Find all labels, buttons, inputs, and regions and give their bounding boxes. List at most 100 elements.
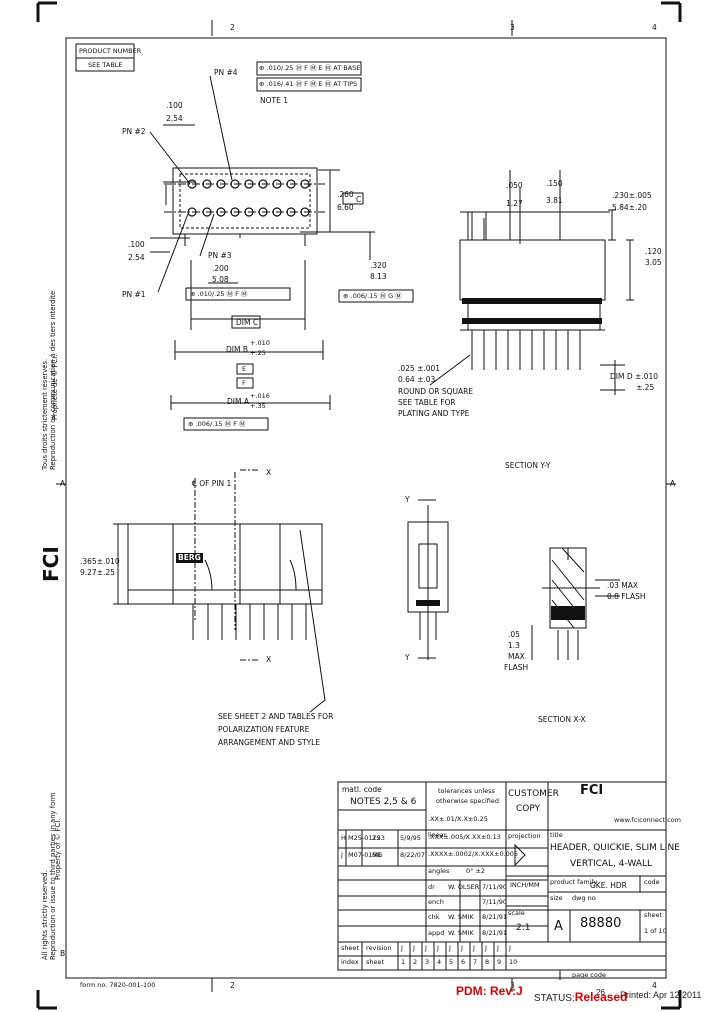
zone-top-2: 2 bbox=[230, 23, 235, 32]
rev-j-letter: J bbox=[341, 851, 343, 859]
flash-3: .05 bbox=[508, 630, 520, 639]
sheet-index-cell: 1 bbox=[401, 958, 406, 966]
dim-584: 5.84±.20 bbox=[612, 203, 647, 212]
pn1-label: PN #1 bbox=[122, 290, 146, 299]
datum-e: E bbox=[242, 365, 247, 373]
zone-right-a: A bbox=[670, 479, 676, 488]
fcf-at-tips: ⊕ .016/.41 Ⓜ F Ⓜ E Ⓜ AT TIPS bbox=[259, 80, 358, 88]
flash-4: 1.3 bbox=[508, 641, 520, 650]
website: www.fciconnect.com bbox=[614, 816, 681, 824]
round-or-square: ROUND OR SQUARE bbox=[398, 387, 474, 396]
rev-j-ecn: M07-0158 bbox=[348, 851, 381, 859]
sign-chk-date: 8/21/91 bbox=[482, 913, 508, 921]
fcf-1: ⊕ .010/.25 Ⓜ F Ⓜ bbox=[190, 290, 248, 298]
notice-french-2: Propriété de © FCI. bbox=[51, 355, 60, 420]
sheet-label: sheet bbox=[644, 911, 663, 919]
zone-left-b: B bbox=[60, 949, 66, 958]
fci-logo: FCI bbox=[580, 783, 604, 798]
title-line-2: VERTICAL, 4-WALL bbox=[570, 859, 652, 869]
dim-254a: 2.54 bbox=[166, 114, 183, 123]
notice-en-4: Property of © FCI. bbox=[54, 818, 62, 880]
rev-h-ecn: M25-01123 bbox=[348, 834, 385, 842]
dim-150: .150 bbox=[546, 179, 563, 188]
pn4-label: PN #4 bbox=[214, 68, 238, 77]
family-label: product family bbox=[550, 878, 598, 886]
sheet-rev-cell: J bbox=[401, 944, 403, 952]
sign-ench-date: 7/11/90 bbox=[482, 898, 508, 906]
size-value: A bbox=[554, 919, 563, 934]
sheet-index-cell: 4 bbox=[437, 958, 442, 966]
customer-label: CUSTOMER bbox=[508, 789, 559, 799]
note-polar-3: ARRANGEMENT AND STYLE bbox=[218, 738, 321, 747]
sheet-rev-cell: J bbox=[473, 944, 475, 952]
rev-h-by: ZS bbox=[372, 834, 381, 842]
dim-200: .200 bbox=[212, 264, 229, 273]
x-bottom: X bbox=[266, 655, 272, 664]
sheet-index-cell: 2 bbox=[413, 958, 418, 966]
berg-logo: BERG bbox=[176, 553, 203, 563]
sheet-index-cell: 7 bbox=[473, 958, 478, 966]
dim-660: 6.60 bbox=[337, 203, 354, 212]
size-label: size bbox=[550, 894, 563, 902]
title-label: title bbox=[550, 831, 563, 839]
dwg-label: dwg no bbox=[572, 894, 596, 902]
rev-h-letter: H bbox=[341, 834, 346, 842]
notice-english-2: Property of © FCI. bbox=[54, 818, 63, 880]
zone-bottom-2: 2 bbox=[230, 981, 235, 990]
dim-927: 9.27±.25 bbox=[80, 568, 115, 577]
index-sheet-label: sheet bbox=[366, 958, 385, 966]
dim-120: .120 bbox=[645, 247, 662, 256]
sheet-rev-cell: J bbox=[437, 944, 439, 952]
printed-date: Printed: Apr 12,2011 bbox=[620, 990, 702, 1000]
status-label: STATUS: bbox=[534, 993, 575, 1004]
code-label: code bbox=[644, 878, 660, 886]
datum-f: F bbox=[242, 379, 246, 387]
title-line-1: HEADER, QUICKIE, SLIM LINE bbox=[550, 843, 680, 853]
projection-label: projection bbox=[508, 832, 541, 840]
rev-j-date: 8/22/07 bbox=[400, 851, 426, 859]
fcf-2: ⊕ .006/.15 Ⓜ G Ⓜ bbox=[343, 292, 402, 300]
dim-b-tol2: +.25 bbox=[250, 349, 266, 357]
tol-2: .XXX±.005/X.XX±0.13 bbox=[428, 833, 501, 841]
dim-813: 8.13 bbox=[370, 272, 387, 281]
product-see-table: SEE TABLE bbox=[88, 61, 123, 69]
angles-value: 0° ±2 bbox=[466, 867, 486, 875]
units-label: INCH/MM bbox=[510, 881, 540, 889]
dim-c-box: DIM C bbox=[236, 318, 259, 327]
y-bottom: Y bbox=[405, 653, 410, 662]
zone-top-3: 3 bbox=[510, 23, 515, 32]
index-row-label: index bbox=[341, 958, 359, 966]
dwg-number: 88880 bbox=[580, 916, 622, 931]
sign-chk-role: chk bbox=[428, 913, 440, 921]
fci-logo-side: FCI bbox=[39, 546, 63, 582]
dim-050: .050 bbox=[506, 181, 523, 190]
dim-025: .025 ±.001 bbox=[398, 364, 441, 373]
angles-label: angles bbox=[428, 867, 450, 875]
note-1: NOTE 1 bbox=[260, 96, 288, 105]
flash-1: .03 MAX bbox=[607, 581, 639, 590]
section-xx-label: SECTION X-X bbox=[538, 715, 586, 724]
sheet-index-cell: 10 bbox=[509, 958, 518, 966]
see-table-for: SEE TABLE FOR bbox=[398, 398, 456, 407]
matl-code-label: matl. code bbox=[342, 785, 382, 794]
sheet-rev-cell: J bbox=[497, 944, 499, 952]
flash-6: FLASH bbox=[504, 663, 529, 672]
sheet-rev-cell: J bbox=[425, 944, 427, 952]
pn2-label: PN #2 bbox=[122, 127, 146, 136]
form-number: form no. 7820-001-100 bbox=[80, 981, 156, 989]
sign-dr-name: W. OLSER bbox=[448, 883, 480, 891]
rev-h-date: 5/9/95 bbox=[400, 834, 421, 842]
sign-dr-role: dr bbox=[428, 883, 435, 891]
dim-b-tol1: +.010 bbox=[250, 339, 270, 347]
family-value: GKE. HDR bbox=[590, 881, 627, 890]
dim-d1: DIM D ±.010 bbox=[610, 372, 658, 381]
flash-2: 0.8 FLASH bbox=[607, 592, 646, 601]
y-top: Y bbox=[405, 495, 410, 504]
status-line: STATUS:Released bbox=[534, 990, 627, 1004]
dim-100a: .100 bbox=[166, 101, 183, 110]
sheet-value: 1 of 10 bbox=[644, 927, 667, 935]
fcf-3: ⊕ .006/.15 Ⓜ F Ⓜ bbox=[188, 420, 246, 428]
sign-appd-date: 8/21/91 bbox=[482, 929, 508, 937]
status-value: Released bbox=[574, 990, 628, 1004]
